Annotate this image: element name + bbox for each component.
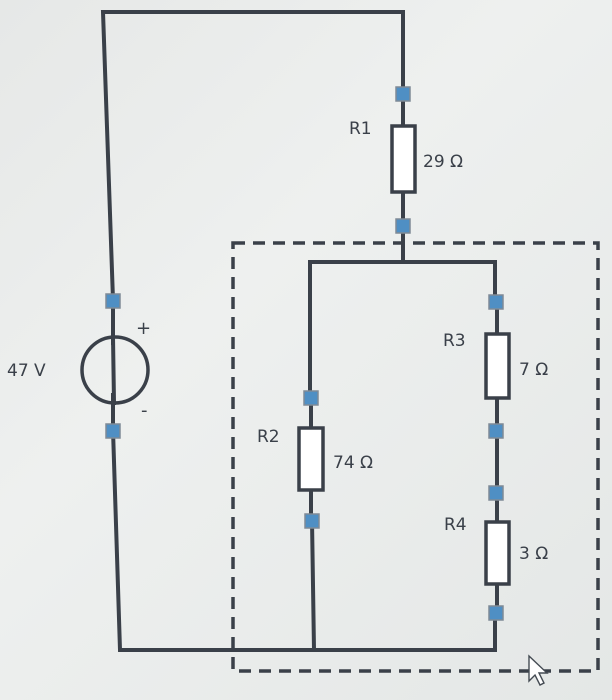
source-plus-sign: +: [136, 318, 151, 339]
terminal-r2-bottom[interactable]: [304, 513, 320, 529]
wire-upper-bus: [308, 260, 497, 400]
source-minus-sign: -: [141, 400, 148, 421]
resistor-r4: [484, 520, 511, 586]
source-voltage-label: 47 V: [7, 361, 46, 381]
wire-bottom-bus: [110, 427, 497, 652]
terminal-source-bottom[interactable]: [105, 423, 121, 439]
terminal-r4-bottom[interactable]: [488, 605, 504, 621]
r1-name-label: R1: [349, 119, 372, 139]
r4-name-label: R4: [444, 515, 467, 535]
r3-name-label: R3: [443, 331, 466, 351]
terminal-r3-top[interactable]: [488, 294, 504, 310]
dashed-region-box: [231, 241, 600, 673]
resistor-r2: [297, 426, 325, 492]
terminal-r1-top[interactable]: [395, 86, 411, 102]
r2-value-label: 74 Ω: [333, 453, 373, 473]
r4-value-label: 3 Ω: [519, 544, 548, 564]
terminal-r4-top[interactable]: [488, 485, 504, 501]
r1-value-label: 29 Ω: [423, 152, 463, 172]
terminal-r1-bottom[interactable]: [395, 218, 411, 234]
wire-top-loop: [100, 10, 405, 303]
terminal-source-top[interactable]: [105, 293, 121, 309]
terminal-r3-bottom[interactable]: [488, 423, 504, 439]
wire-r2-bottom: [309, 517, 317, 653]
voltage-source-internal: [110, 334, 117, 406]
resistor-r3: [484, 332, 511, 400]
resistor-r1: [390, 124, 417, 194]
r3-value-label: 7 Ω: [519, 360, 548, 380]
mouse-cursor-icon: [528, 654, 549, 686]
r2-name-label: R2: [257, 427, 280, 447]
terminal-r2-top[interactable]: [303, 390, 319, 406]
